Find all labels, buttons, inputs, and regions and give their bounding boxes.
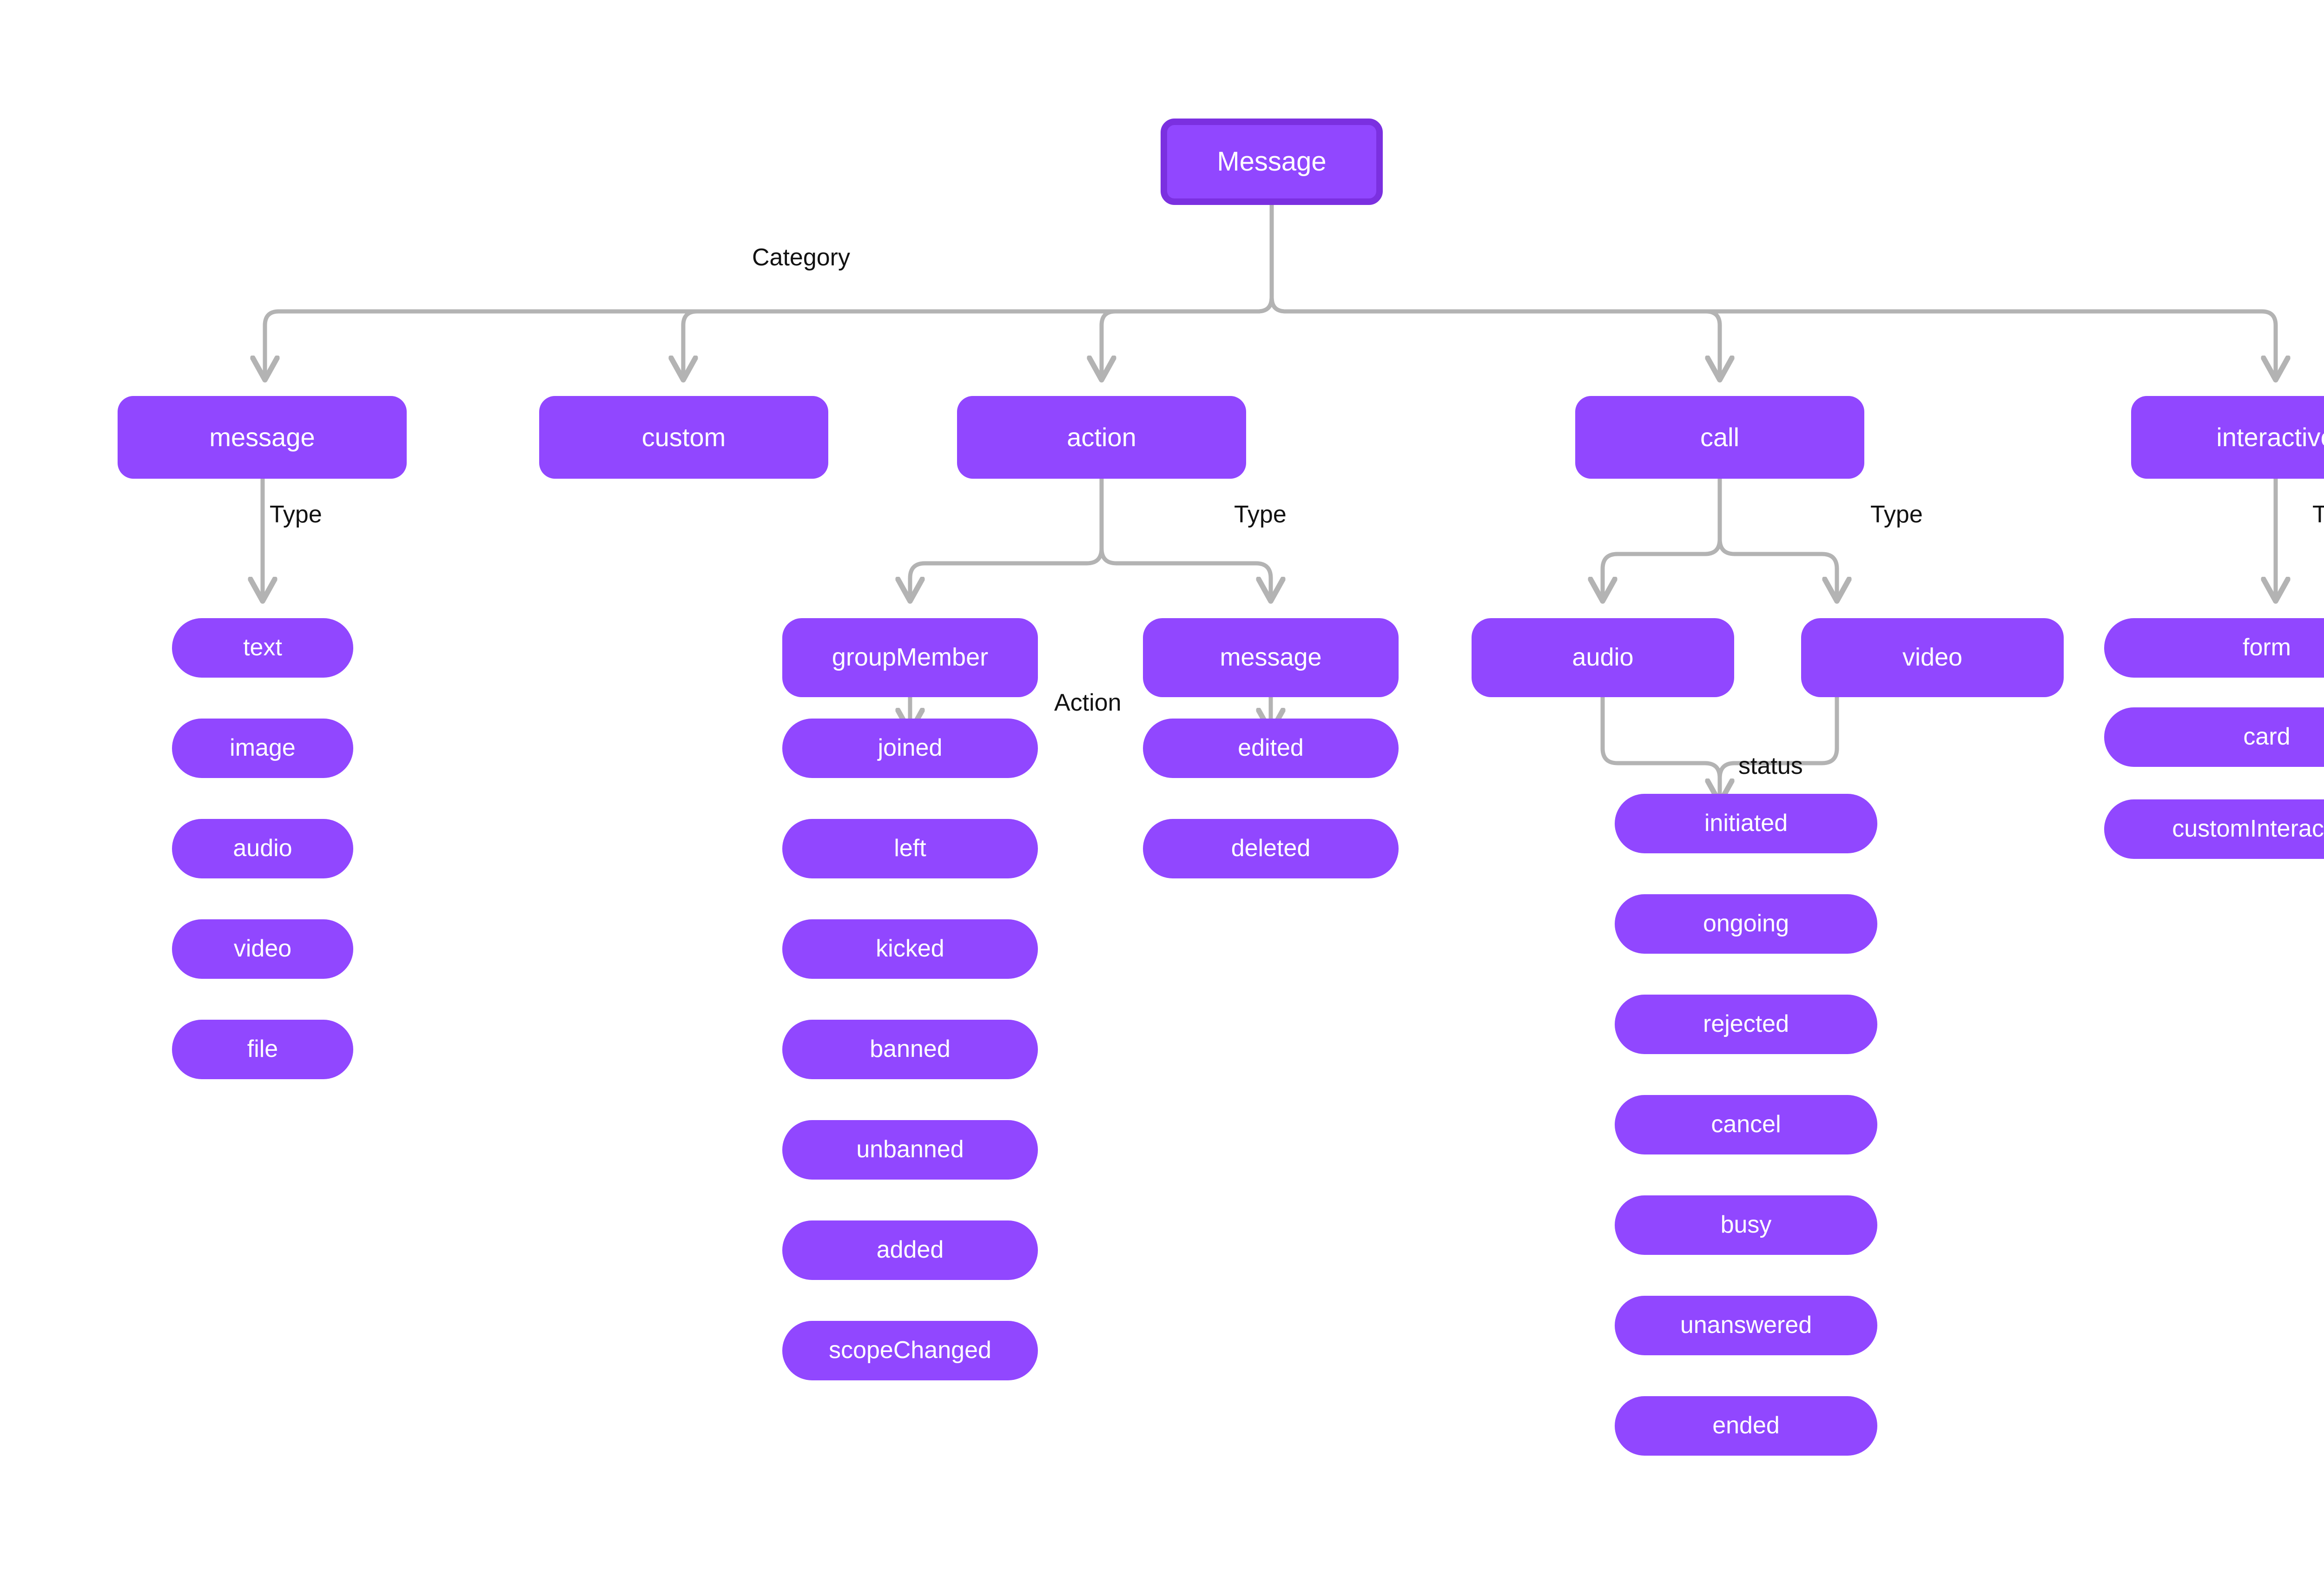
node-label: busy [1720,1211,1772,1239]
leaf-groupmember-banned[interactable]: banned [782,1020,1038,1079]
leaf-groupmember-unbanned[interactable]: unbanned [782,1120,1038,1180]
node-label: card [2243,723,2291,751]
node-label: video [233,935,292,963]
node-label: ended [1712,1412,1780,1439]
node-label: interactive [2216,422,2324,452]
node-label: message [1220,643,1322,672]
edge-label-status: status [1738,752,1803,779]
node-label: joined [878,734,943,762]
edge-root-to-custom [683,295,1274,377]
leaf-groupmember-added[interactable]: added [782,1220,1038,1280]
leaf-call-status-unanswered[interactable]: unanswered [1615,1296,1877,1355]
leaf-message-image[interactable]: image [172,719,353,778]
node-category-interactive[interactable]: interactive [2131,396,2324,479]
node-label: audio [1572,643,1634,672]
node-label: message [209,422,315,452]
node-label: Message [1217,146,1327,177]
node-action-message[interactable]: message [1143,618,1399,697]
edge-label-category: Category [752,244,850,271]
node-label: unbanned [856,1136,964,1163]
edge-label-type-call: Type [1870,501,1923,528]
leaf-message-video[interactable]: video [172,919,353,979]
node-label: rejected [1703,1010,1789,1038]
edge-call-to-video [1717,537,1837,599]
leaf-interactive-card[interactable]: card [2104,707,2324,767]
node-category-message[interactable]: message [118,396,407,479]
leaf-groupmember-left[interactable]: left [782,819,1038,878]
node-label: left [894,835,926,862]
leaf-call-status-busy[interactable]: busy [1615,1195,1877,1255]
leaf-groupmember-joined[interactable]: joined [782,719,1038,778]
leaf-actionmessage-edited[interactable]: edited [1143,719,1399,778]
edge-label-type-action: Type [1234,501,1287,528]
node-label: kicked [876,935,944,963]
leaf-actionmessage-deleted[interactable]: deleted [1143,819,1399,878]
leaf-message-text[interactable]: text [172,618,353,678]
edge-label-action: Action [1054,689,1122,716]
node-category-action[interactable]: action [957,396,1246,479]
node-label: action [1067,422,1136,452]
leaf-message-file[interactable]: file [172,1020,353,1079]
node-label: edited [1238,734,1304,762]
node-action-groupmember[interactable]: groupMember [782,618,1038,697]
edge-root-to-interactive [1269,295,2276,377]
node-call-video[interactable]: video [1801,618,2064,697]
edge-label-type-interactive: Type [2312,501,2324,528]
node-root-message[interactable]: Message [1161,119,1383,205]
leaf-call-status-rejected[interactable]: rejected [1615,995,1877,1054]
leaf-call-status-cancel[interactable]: cancel [1615,1095,1877,1154]
edge-root-to-action [1102,295,1274,377]
node-label: video [1902,643,1963,672]
node-label: form [2243,634,2291,661]
node-call-audio[interactable]: audio [1472,618,1734,697]
leaf-groupmember-kicked[interactable]: kicked [782,919,1038,979]
node-label: added [876,1236,944,1264]
node-label: call [1700,422,1740,452]
node-category-call[interactable]: call [1575,396,1864,479]
leaf-message-audio[interactable]: audio [172,819,353,878]
node-label: banned [870,1036,951,1063]
leaf-interactive-custominteractive[interactable]: customInteractive [2104,799,2324,859]
edge-root-to-call [1269,295,1720,377]
edge-video-to-status [1717,695,1839,803]
node-category-custom[interactable]: custom [539,396,828,479]
node-label: scopeChanged [829,1337,991,1364]
leaf-call-status-initiated[interactable]: initiated [1615,794,1877,853]
node-label: custom [641,422,726,452]
node-label: customInteractive [2172,815,2324,843]
edge-label-type-message: Type [270,501,322,528]
node-label: audio [233,835,292,862]
edge-audio-to-status [1600,695,1720,800]
edge-call-to-audio [1603,537,1722,599]
leaf-call-status-ended[interactable]: ended [1615,1396,1877,1456]
node-label: image [230,734,296,762]
leaf-call-status-ongoing[interactable]: ongoing [1615,894,1877,954]
edge-root-to-message [265,295,1274,377]
node-label: initiated [1704,810,1788,837]
leaf-interactive-form[interactable]: form [2104,618,2324,678]
node-label: text [243,634,282,661]
edge-action-to-actionmessage [1099,546,1271,599]
node-label: file [247,1036,278,1063]
leaf-groupmember-scopechanged[interactable]: scopeChanged [782,1321,1038,1380]
edge-action-to-groupmember [910,546,1104,599]
node-label: cancel [1711,1111,1781,1138]
node-label: unanswered [1680,1312,1812,1339]
node-label: ongoing [1703,910,1789,937]
node-label: deleted [1231,835,1311,862]
node-label: groupMember [832,643,989,672]
